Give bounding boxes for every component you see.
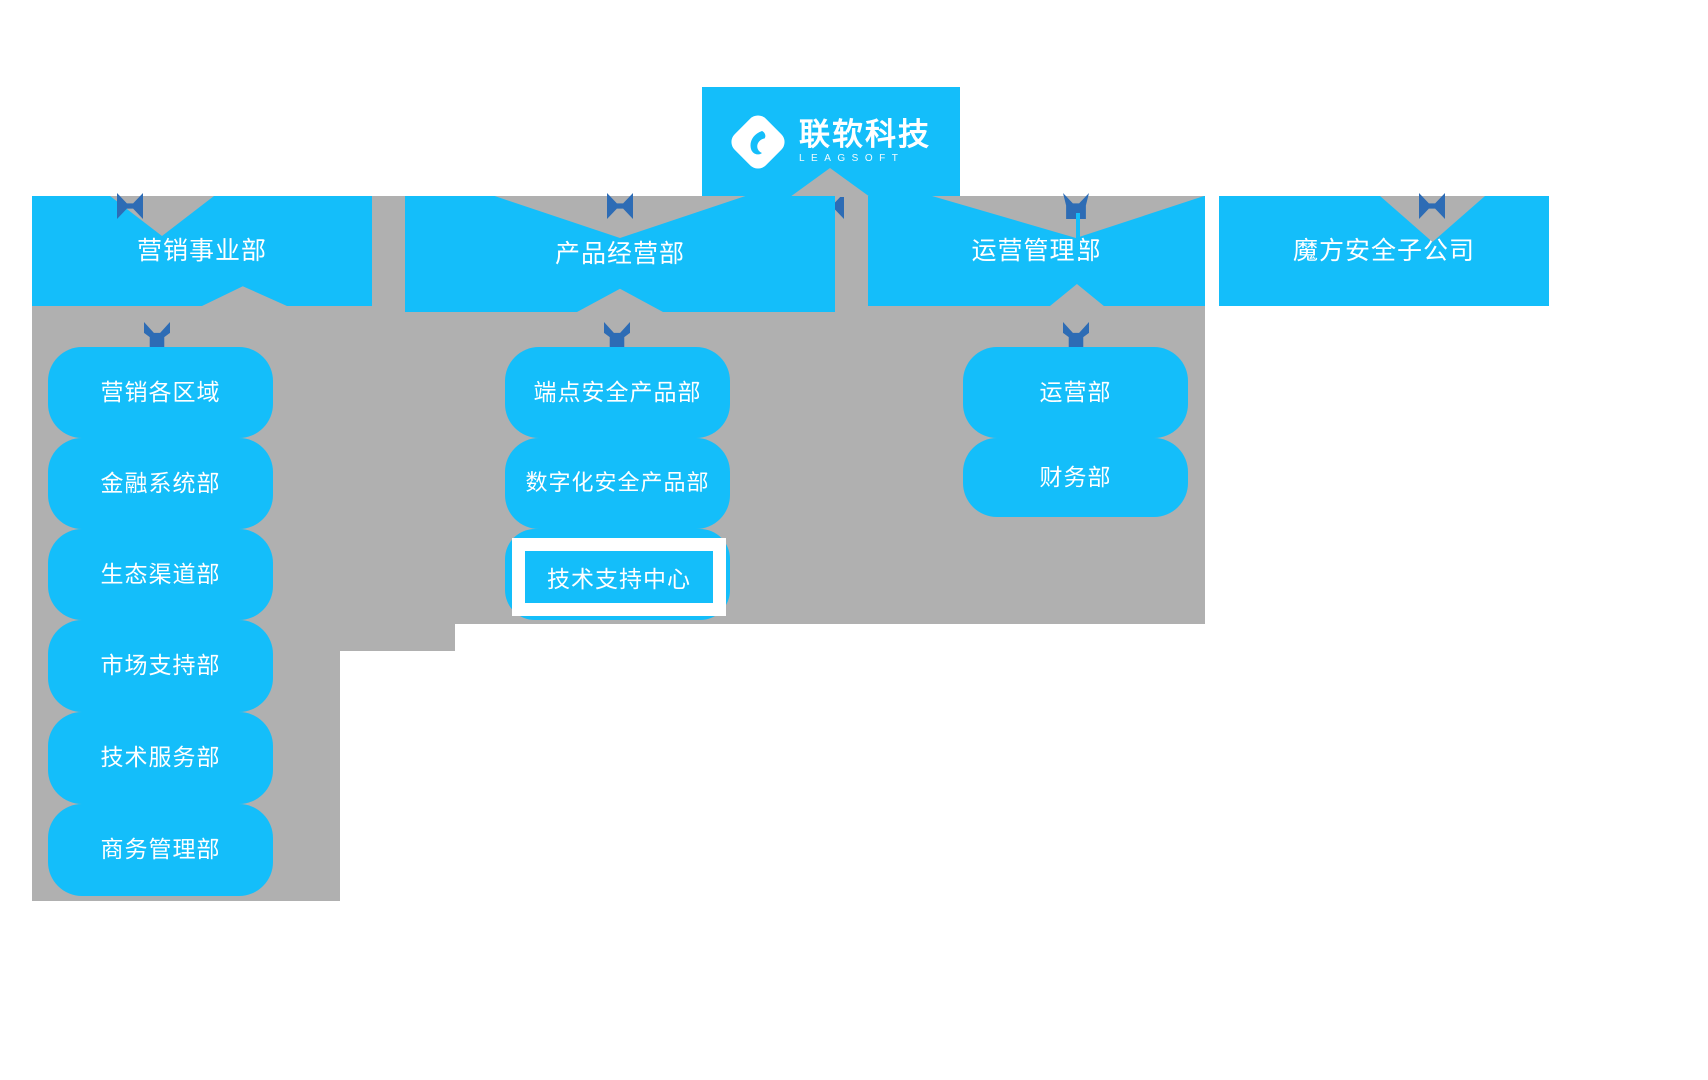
division-label-operations: 运营管理部 — [971, 237, 1102, 265]
stem-operations — [1076, 213, 1080, 257]
subdept-label-finance-systems: 金融系统部 — [100, 469, 221, 496]
subdept-label-business-management: 商务管理部 — [100, 836, 221, 863]
subdept-box-endpoint-security[interactable]: 端点安全产品部 — [505, 347, 730, 438]
subdept-box-tech-support-center-highlight[interactable]: 技术支持中心 — [512, 538, 726, 616]
subdept-label-marketing-regions: 营销各区域 — [100, 378, 221, 405]
subdept-box-digital-security[interactable]: 数字化安全产品部 — [505, 438, 730, 529]
subdept-label-tech-service: 技术服务部 — [100, 744, 221, 771]
subdept-label-operations: 运营部 — [1039, 378, 1112, 405]
subdept-label-finance: 财务部 — [1039, 463, 1112, 490]
subdept-box-tech-service[interactable]: 技术服务部 — [48, 712, 273, 804]
subdept-box-finance[interactable]: 财务部 — [963, 438, 1188, 517]
backdrop-cutout-lower-left — [340, 651, 455, 664]
division-label-marketing: 营销事业部 — [136, 237, 267, 265]
subdept-box-marketing-regions[interactable]: 营销各区域 — [48, 347, 273, 438]
subdept-label-ecosystem-channel: 生态渠道部 — [100, 560, 221, 587]
subdept-label-endpoint-security: 端点安全产品部 — [533, 378, 702, 405]
division-box-marketing[interactable]: 营销事业部 — [32, 196, 372, 306]
division-box-subsidiary[interactable]: 魔方安全子公司 — [1219, 196, 1549, 306]
logo-chinese-name: 联软科技 — [799, 117, 931, 153]
division-label-subsidiary: 魔方安全子公司 — [1292, 237, 1475, 265]
subdept-box-operations[interactable]: 运营部 — [963, 347, 1188, 438]
backdrop-cutout-right-gap — [1205, 196, 1219, 306]
subdept-box-market-support[interactable]: 市场支持部 — [48, 620, 273, 712]
subdept-box-ecosystem-channel[interactable]: 生态渠道部 — [48, 529, 273, 620]
backdrop-cutout-mid-bottom — [455, 624, 850, 664]
subdept-label-tech-support-center: 技术支持中心 — [525, 551, 713, 603]
subdept-box-finance-systems[interactable]: 金融系统部 — [48, 438, 273, 529]
subdept-box-business-management[interactable]: 商务管理部 — [48, 804, 273, 896]
division-label-product: 产品经营部 — [554, 240, 685, 268]
leagsoft-diamond-logo-icon — [731, 115, 785, 169]
subdept-label-digital-security: 数字化安全产品部 — [525, 470, 710, 496]
logo-english-name: LEAGSOFT — [799, 152, 905, 164]
subdept-label-market-support: 市场支持部 — [100, 652, 221, 679]
